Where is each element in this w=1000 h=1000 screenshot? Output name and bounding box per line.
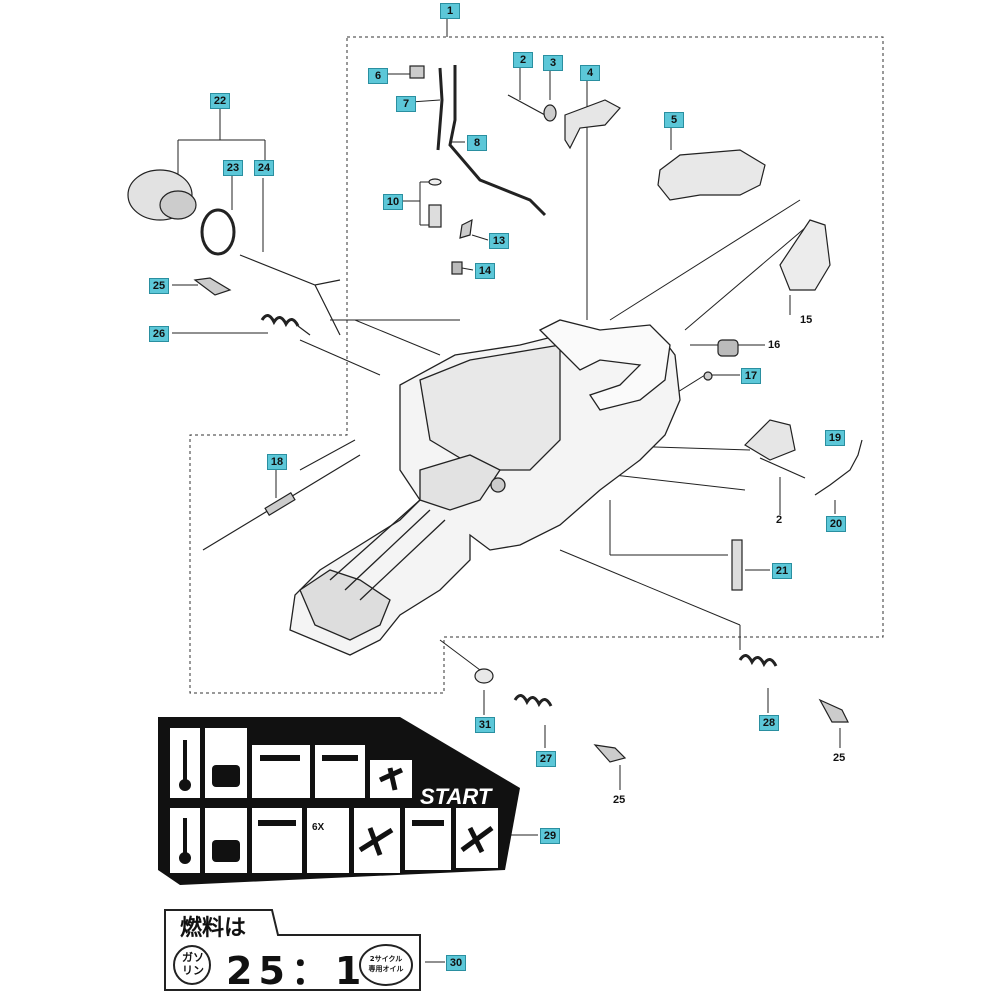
callout-25-bottom: 25 bbox=[613, 794, 626, 806]
callout-5: 5 bbox=[664, 112, 684, 128]
callout-7: 7 bbox=[396, 96, 416, 112]
callout-20: 20 bbox=[826, 516, 846, 532]
callout-29: 29 bbox=[540, 828, 560, 844]
oil-label: 2サイクル 専用オイル bbox=[361, 954, 411, 974]
gasoline-bottom: リン bbox=[182, 964, 204, 977]
callout-31: 31 bbox=[475, 717, 495, 733]
callout-16: 16 bbox=[768, 339, 781, 351]
fuel-label-frame bbox=[164, 909, 421, 991]
callout-15: 15 bbox=[800, 314, 813, 326]
callout-26: 26 bbox=[149, 326, 169, 342]
start-decal bbox=[158, 717, 520, 885]
callout-19: 19 bbox=[825, 430, 845, 446]
callout-1: 1 bbox=[440, 3, 460, 19]
callout-14: 14 bbox=[475, 263, 495, 279]
callout-13: 13 bbox=[489, 233, 509, 249]
fuel-ratio: 25：1 bbox=[226, 949, 368, 993]
six-x-text: 6X bbox=[312, 822, 325, 833]
callout-25-upper: 25 bbox=[149, 278, 169, 294]
parts bbox=[127, 65, 863, 763]
callout-2-lower: 2 bbox=[776, 514, 783, 526]
fuel-label-title: 燃料は bbox=[180, 916, 247, 941]
gasoline-top: ガソ bbox=[182, 951, 204, 964]
start-text: START bbox=[420, 784, 492, 809]
gasoline-label: ガソ リン bbox=[178, 951, 208, 977]
callout-6: 6 bbox=[368, 68, 388, 84]
callout-2: 2 bbox=[513, 52, 533, 68]
oil-top: 2サイクル bbox=[369, 955, 403, 963]
oil-bottom: 専用オイル bbox=[368, 965, 404, 973]
callout-30: 30 bbox=[446, 955, 466, 971]
callout-10: 10 bbox=[383, 194, 403, 210]
callout-3: 3 bbox=[543, 55, 563, 71]
callout-8: 8 bbox=[467, 135, 487, 151]
callout-24: 24 bbox=[254, 160, 274, 176]
callout-28: 28 bbox=[759, 715, 779, 731]
callout-25-right: 25 bbox=[833, 752, 846, 764]
callout-4: 4 bbox=[580, 65, 600, 81]
callout-23: 23 bbox=[223, 160, 243, 176]
callout-18: 18 bbox=[267, 454, 287, 470]
callout-17: 17 bbox=[741, 368, 761, 384]
callout-27: 27 bbox=[536, 751, 556, 767]
callout-21: 21 bbox=[772, 563, 792, 579]
chassis bbox=[289, 319, 681, 656]
callout-22: 22 bbox=[210, 93, 230, 109]
